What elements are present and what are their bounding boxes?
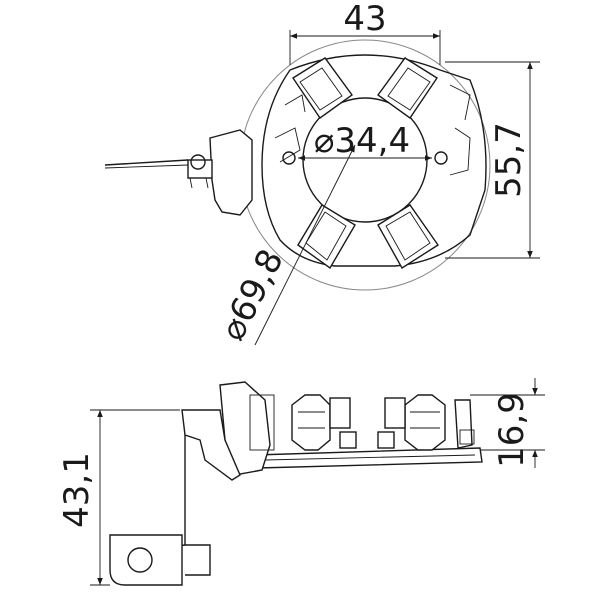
- dim-side-height-label: 16,9: [492, 392, 532, 468]
- dim-inner-diameter: ⌀34,4: [298, 121, 432, 161]
- side-brush-right: [377, 394, 446, 451]
- mount-hole-right: [434, 151, 448, 165]
- housing-outline: [261, 54, 487, 267]
- side-brush-left: [291, 394, 357, 451]
- dim-top-width-label: 43: [343, 0, 386, 39]
- top-view: 43 55,7 ⌀34,4 ⌀69,8: [104, 0, 540, 347]
- base-plate-edge: [264, 454, 476, 461]
- tab-right: [449, 127, 471, 176]
- connector-left: [104, 129, 253, 216]
- outer-circle: [239, 39, 491, 291]
- mount-hole-left: [282, 151, 296, 165]
- brush-holder-bottom-left: [297, 204, 356, 270]
- dim-top-height-label: 55,7: [489, 122, 529, 198]
- side-view: 16,9 43,1: [57, 378, 545, 586]
- side-clip-right: [454, 399, 475, 449]
- dim-inner-diameter-label: ⌀34,4: [314, 121, 410, 161]
- side-connector: [109, 381, 275, 586]
- brush-holder-bottom-right: [377, 204, 439, 269]
- base-plate: [254, 447, 483, 469]
- brush-holder-top-right: [377, 57, 438, 119]
- tab-top-right: [449, 84, 471, 121]
- tab-left: [274, 127, 301, 163]
- tab-top-left: [284, 94, 306, 113]
- dim-side-total-label: 43,1: [57, 452, 97, 528]
- dim-side-total: 43,1: [57, 409, 180, 586]
- dim-top-height: 55,7: [445, 61, 540, 259]
- dim-top-width: 43: [289, 0, 441, 65]
- brush-holder-top-left: [292, 57, 353, 119]
- dim-side-height: 16,9: [470, 378, 545, 468]
